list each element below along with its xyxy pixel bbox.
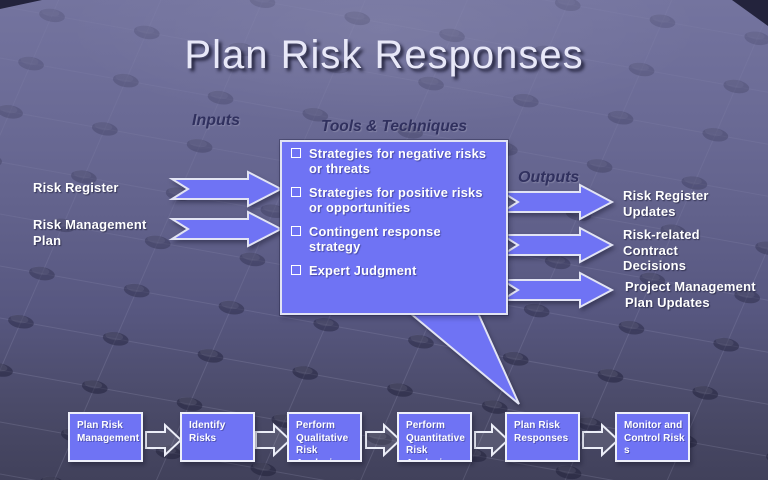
flow-arrow-5 xyxy=(582,422,620,458)
output-arrow-3 xyxy=(498,271,615,309)
tools-section-label: Tools & Techniques xyxy=(320,118,468,135)
inputs-section-label: Inputs xyxy=(192,112,240,129)
slide-title: Plan Risk Responses xyxy=(184,33,584,77)
corner-shadow-top-left xyxy=(0,0,42,9)
output-arrow-1 xyxy=(498,183,615,221)
checkbox-bullet-icon xyxy=(291,265,301,275)
checkbox-bullet-icon xyxy=(291,187,301,197)
flow-arrow-4 xyxy=(474,422,510,458)
checkbox-bullet-icon xyxy=(291,226,301,236)
output-arrow-2 xyxy=(498,226,615,264)
outputs-section-label: Outputs xyxy=(518,169,580,186)
callout-tail xyxy=(407,312,520,405)
flow-arrow-1 xyxy=(145,422,183,458)
flow-arrow-2 xyxy=(255,422,292,458)
input-arrow-2 xyxy=(168,210,284,248)
tools-list-item: Expert Judgment xyxy=(290,263,502,278)
tools-item-text: Expert Judgment xyxy=(309,263,417,278)
checkbox-bullet-icon xyxy=(291,148,301,158)
input-arrow-1 xyxy=(168,170,284,208)
flow-arrow-3 xyxy=(365,422,402,458)
input-label-risk-register: Risk Register xyxy=(33,180,119,195)
